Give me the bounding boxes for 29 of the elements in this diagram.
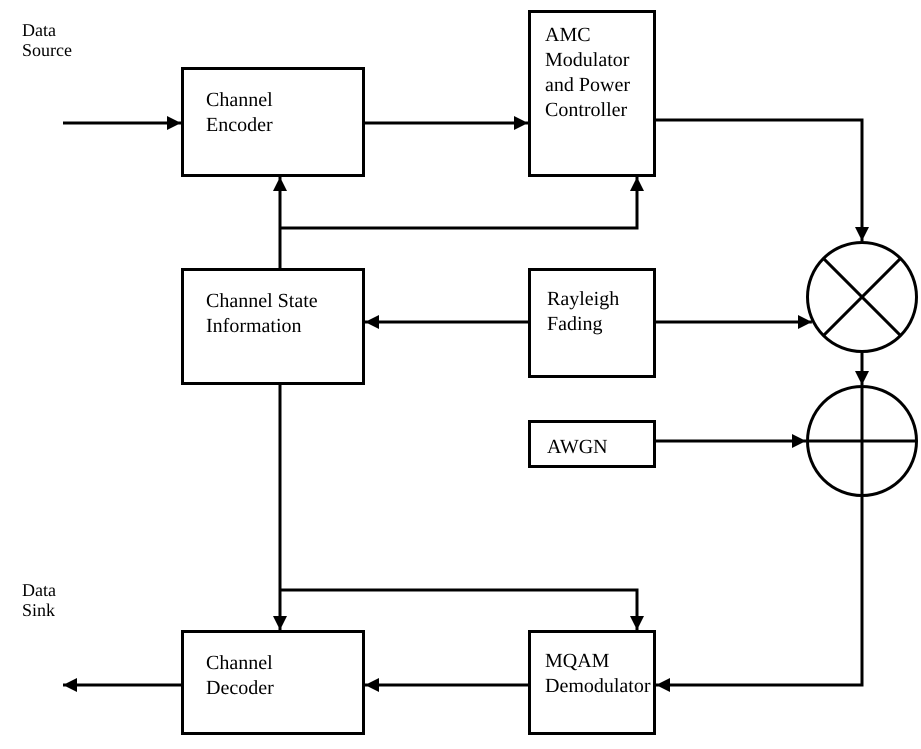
process-box xyxy=(528,268,656,378)
arrow xyxy=(656,497,864,692)
multiplier-symbol xyxy=(806,241,918,353)
adder-symbol xyxy=(806,385,918,497)
box-label: AMC Modulator and Power Controller xyxy=(545,23,631,123)
io-label: Data Source xyxy=(22,20,73,60)
arrow xyxy=(365,678,528,692)
process-box xyxy=(528,630,656,735)
arrow xyxy=(365,116,528,130)
process-box xyxy=(528,10,656,177)
box-label: Rayleigh Fading xyxy=(547,287,620,337)
io-label: Data Sink xyxy=(22,580,57,620)
arrow xyxy=(278,177,644,268)
process-box xyxy=(181,630,365,735)
box-label: Channel Decoder xyxy=(206,651,275,701)
arrow xyxy=(365,315,528,329)
arrow xyxy=(855,353,869,385)
process-box xyxy=(528,420,656,468)
arrow xyxy=(63,678,181,692)
process-box xyxy=(181,268,365,385)
box-label: AWGN xyxy=(547,435,609,460)
box-label: Channel State Information xyxy=(206,289,319,339)
arrow xyxy=(63,116,181,130)
arrow xyxy=(656,434,806,448)
box-label: MQAM Demodulator xyxy=(545,649,649,699)
box-label: Channel Encoder xyxy=(206,88,274,138)
arrow xyxy=(656,315,812,329)
arrow xyxy=(656,118,869,241)
process-box xyxy=(181,67,365,177)
